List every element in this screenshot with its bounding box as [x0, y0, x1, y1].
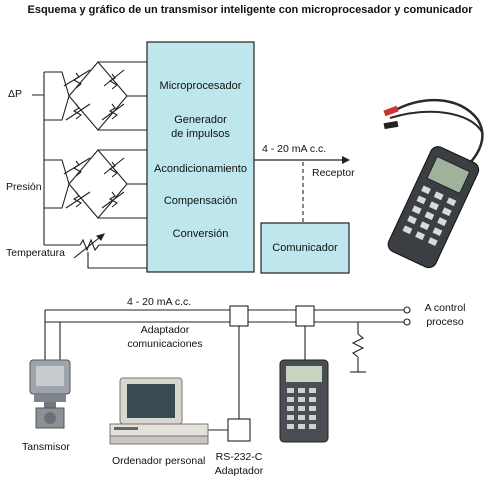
bottom-signal-label: 4 - 20 mA c.c.: [127, 296, 192, 308]
temperature-label: Temperatura: [6, 247, 65, 259]
pressure-label: Presión: [6, 181, 42, 193]
dp-bridge: [44, 61, 147, 131]
pc-label: Ordenador personal: [112, 455, 206, 467]
conversion-label: Conversión: [172, 228, 229, 240]
microprocessor-label: Microprocesador: [159, 80, 242, 92]
communicator-label: Comunicador: [272, 242, 338, 254]
handheld-illustration: [279, 359, 329, 443]
comm-adapter-box: [229, 305, 249, 327]
adapter-label-2: comunicaciones: [127, 338, 203, 350]
communicator-block: [260, 222, 350, 274]
top-signal-label: 4 - 20 mA c.c.: [262, 143, 327, 155]
control-label-1: A control: [424, 302, 466, 314]
compensation-label: Compensación: [163, 195, 238, 207]
generator-label-1: Generador: [174, 114, 227, 126]
bus-junction-box: [295, 305, 315, 327]
processor-block: [146, 41, 255, 273]
rs232-adapter-box: [227, 418, 251, 442]
temperature-sensor: [44, 233, 147, 269]
rs232-label-2: Adaptador: [214, 465, 264, 477]
signal-bus: [44, 309, 405, 431]
rs232-label-1: RS-232-C: [215, 451, 263, 463]
transmitter-label: Tansmisor: [22, 441, 70, 453]
receiver-arrow: [342, 156, 350, 164]
conditioning-label: Acondicionamiento: [154, 163, 247, 175]
receiver-label: Receptor: [312, 167, 355, 179]
pressure-bridge: [44, 149, 147, 219]
adapter-label-1: Adaptador: [140, 324, 190, 336]
transmitter-illustration: [29, 359, 71, 429]
dp-label: ΔP: [8, 88, 23, 100]
pc-illustration: [109, 377, 209, 445]
control-label-2: proceso: [426, 316, 464, 328]
generator-label-2: de impulsos: [171, 128, 230, 140]
handheld-photo: [383, 98, 484, 269]
diagram-title: Esquema y gráfico de un transmisor intel…: [27, 4, 473, 16]
